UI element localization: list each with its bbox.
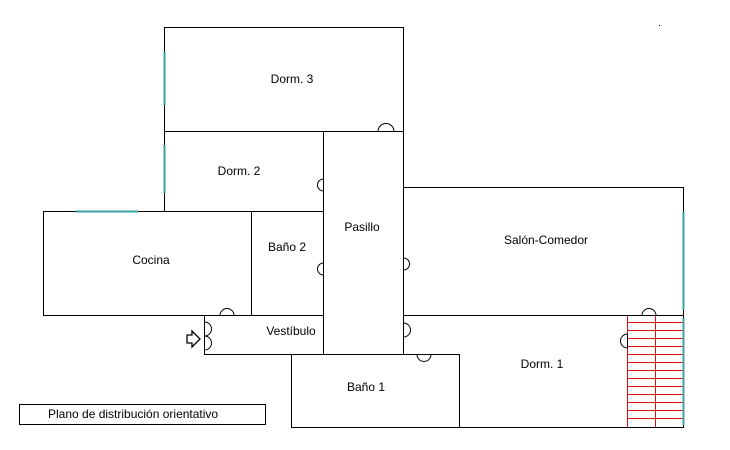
label-salon: Salón-Comedor [504,233,588,247]
door-dorm1 [620,333,628,349]
label-dorm2: Dorm. 2 [218,164,261,178]
entrance-arrow-icon [186,329,201,349]
dot-mark [659,25,660,26]
door-salon [403,257,410,271]
label-cocina: Cocina [132,253,170,267]
door-bano1 [416,354,432,362]
door-bano2 [317,262,324,276]
room-salon [403,187,684,316]
room-bano1 [291,354,460,428]
label-bano1: Baño 1 [347,380,385,394]
label-dorm1: Dorm. 1 [521,357,564,371]
door-dorm3 [377,123,395,132]
door-entrance [204,321,212,337]
door-dorm2 [317,178,324,192]
label-vestibulo: Vestíbulo [266,324,316,338]
staircase [627,316,683,427]
label-pasillo: Pasillo [344,220,380,234]
room-bano2 [251,211,324,316]
label-bano2: Baño 2 [268,240,306,254]
plan-caption: Plano de distribución orientativo [19,404,266,425]
door-cocina [219,308,235,316]
door-vestibulo-right [403,322,411,338]
label-dorm3: Dorm. 3 [271,72,314,86]
doors [204,123,657,362]
door-entrance-2 [204,335,212,351]
door-salon-stairs [641,308,657,316]
room-pasillo [323,131,404,355]
